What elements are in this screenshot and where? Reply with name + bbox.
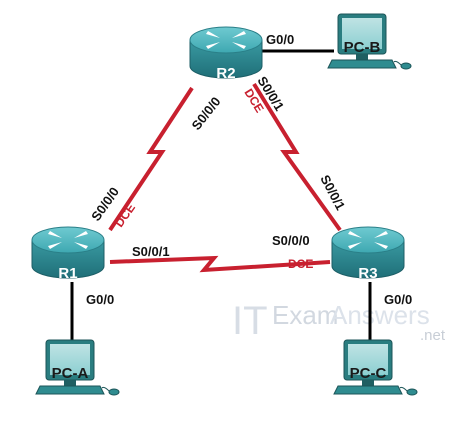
watermark-it: IT [232,299,268,343]
pc-a-label: PC-A [52,365,89,382]
label-r2-s000: S0/0/0 [189,94,224,133]
serial-link-r1-r2 [108,86,194,232]
pc-a[interactable]: PC-A [35,339,120,396]
label-r3-s000: S0/0/0 [272,233,310,248]
router-r2-label: R2 [216,65,235,82]
router-r1-label: R1 [58,265,77,282]
label-r1-g00: G0/0 [86,292,114,307]
router-r1[interactable]: R1 [31,226,105,282]
router-r3-label: R3 [358,265,377,282]
serial-link-r2-r3 [252,82,342,232]
watermark-exam: Exam [272,300,338,330]
pc-b-label: PC-B [344,39,381,56]
label-r1-dce: DCE [112,201,138,230]
label-r3-g00: G0/0 [384,292,412,307]
router-r2[interactable]: R2 [189,26,263,82]
watermark-net: .net [420,327,446,344]
watermark: IT Exam Answers .net [232,299,446,344]
label-r2-g00: G0/0 [266,32,294,47]
label-r1-s001: S0/0/1 [132,244,170,259]
watermark-answers: Answers [330,300,430,330]
label-r3-dce: DCE [288,257,313,271]
router-r3[interactable]: R3 [331,226,405,282]
serial-link-r1-r3 [109,255,331,273]
pc-b[interactable]: PC-B [327,13,412,70]
pc-c[interactable]: PC-C [333,339,418,396]
pc-c-label: PC-C [350,365,387,382]
